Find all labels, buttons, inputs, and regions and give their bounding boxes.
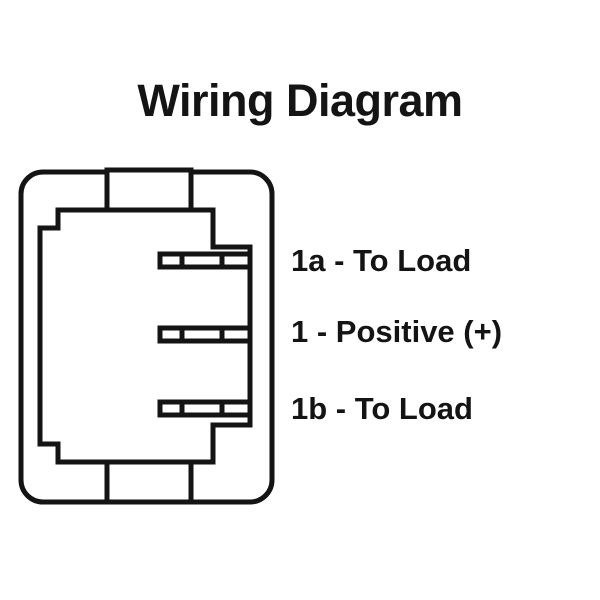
switch-inner-body: [37, 207, 253, 465]
switch-top-tab: [104, 167, 194, 214]
terminal-blade-1: [157, 325, 253, 344]
page-title: Wiring Diagram: [137, 75, 463, 126]
switch-bottom-tab: [104, 458, 194, 505]
terminal-label-1: 1 - Positive (+): [291, 314, 503, 349]
terminal-label-1b: 1b - To Load: [291, 391, 473, 426]
terminal-label-1a: 1a - To Load: [291, 243, 472, 278]
terminal-blade-1a: [157, 251, 253, 270]
terminal-blade-1b: [157, 399, 253, 418]
